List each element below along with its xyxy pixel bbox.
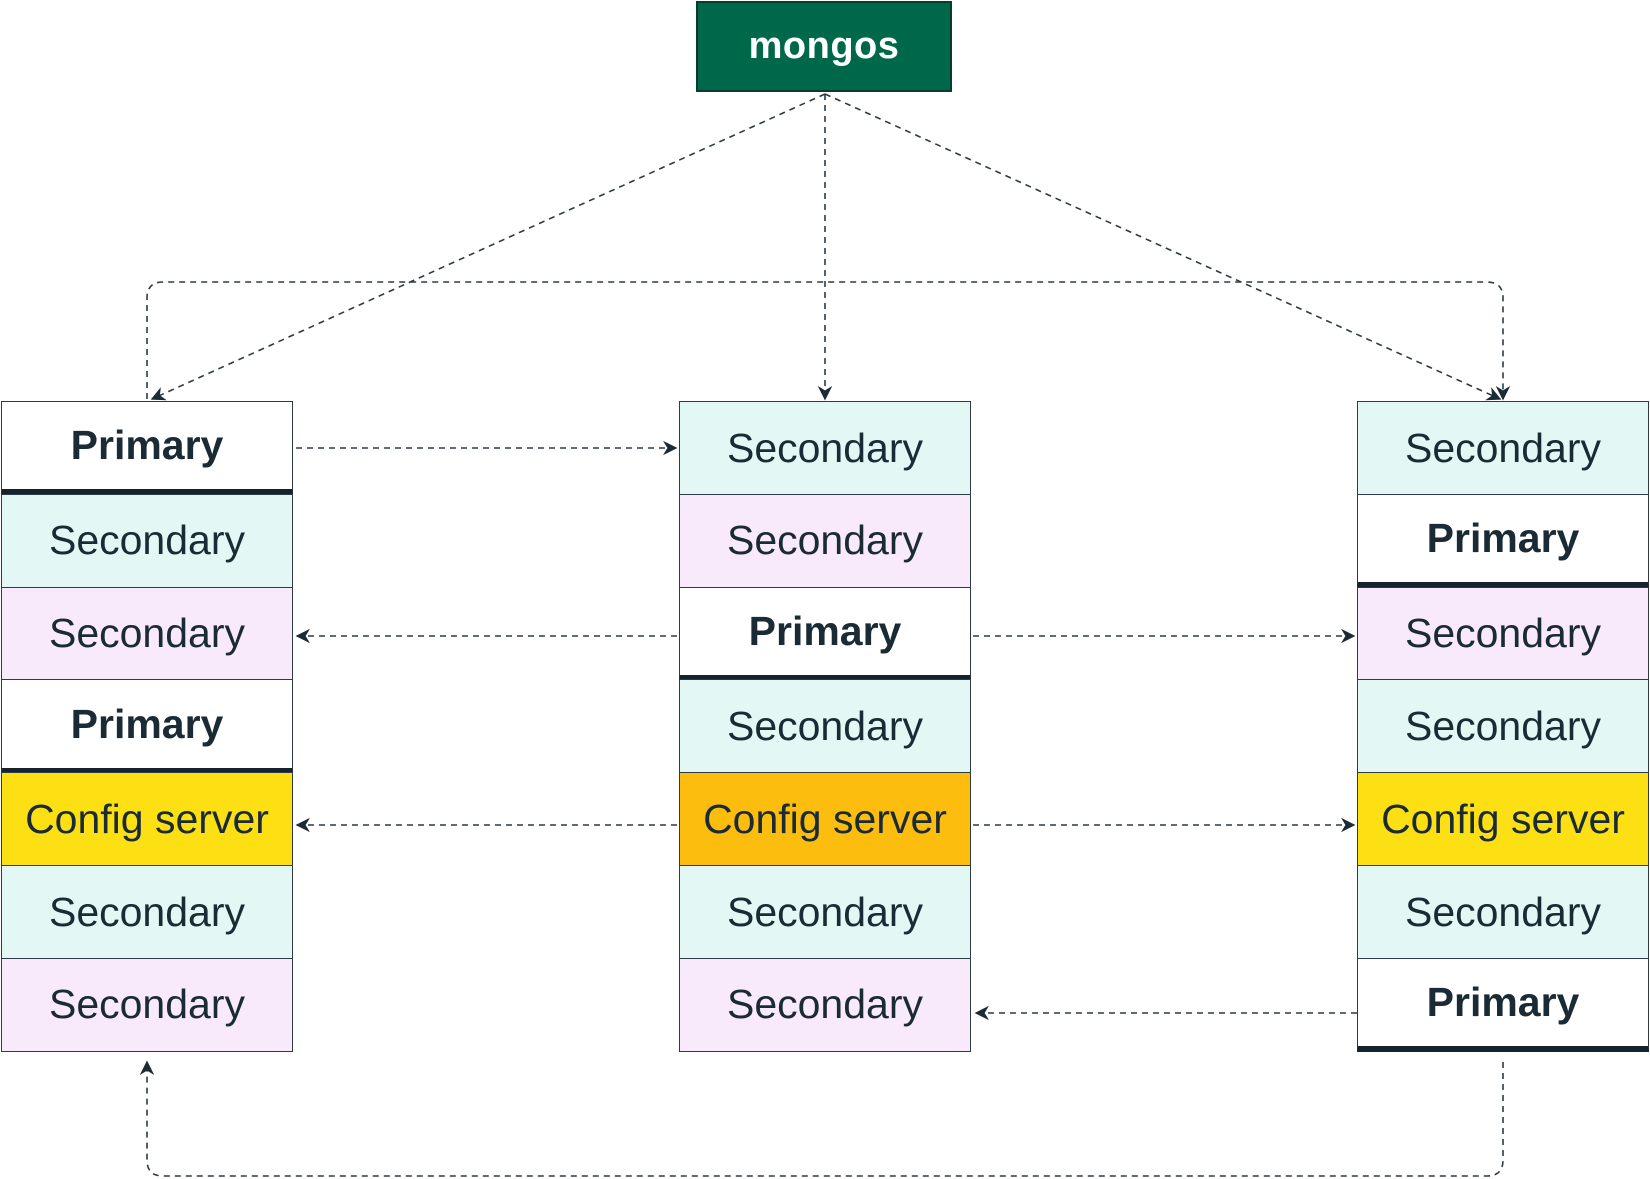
- right-secondary-node: Secondary: [1357, 401, 1649, 496]
- left-primary-node: Primary: [1, 679, 293, 774]
- middle-secondary-node: Secondary: [679, 864, 971, 960]
- left-secondary-node: Secondary: [1, 864, 293, 960]
- bottom-loop-arrow: [139, 1060, 1504, 1177]
- middle-secondary-node: Secondary: [679, 493, 971, 589]
- right-secondary-node: Secondary: [1357, 679, 1649, 774]
- right-config-server-node: Config server: [1357, 772, 1649, 867]
- mongos-to-left-arrow: [150, 93, 826, 401]
- right-primary-node: Primary: [1357, 493, 1649, 589]
- middle-primary-node: Primary: [679, 586, 971, 681]
- mongos-router-box: mongos: [696, 1, 952, 92]
- mongos-to-right-arrow: [824, 93, 1502, 401]
- right-secondary-node: Secondary: [1357, 586, 1649, 681]
- middle-secondary-node: Secondary: [679, 957, 971, 1053]
- right-secondary-node: Secondary: [1357, 864, 1649, 960]
- right-primary-node: Primary: [1357, 957, 1649, 1053]
- middle-secondary-node: Secondary: [679, 679, 971, 774]
- left-config-server-node: Config server: [1, 772, 293, 867]
- top-loop-arrow: [146, 281, 1511, 401]
- middle-secondary-node: Secondary: [679, 401, 971, 496]
- left-secondary-node: Secondary: [1, 586, 293, 681]
- middle-config-server-node: Config server: [679, 772, 971, 867]
- left-secondary-node: Secondary: [1, 493, 293, 589]
- left-primary-node: Primary: [1, 401, 293, 496]
- left-secondary-node: Secondary: [1, 957, 293, 1053]
